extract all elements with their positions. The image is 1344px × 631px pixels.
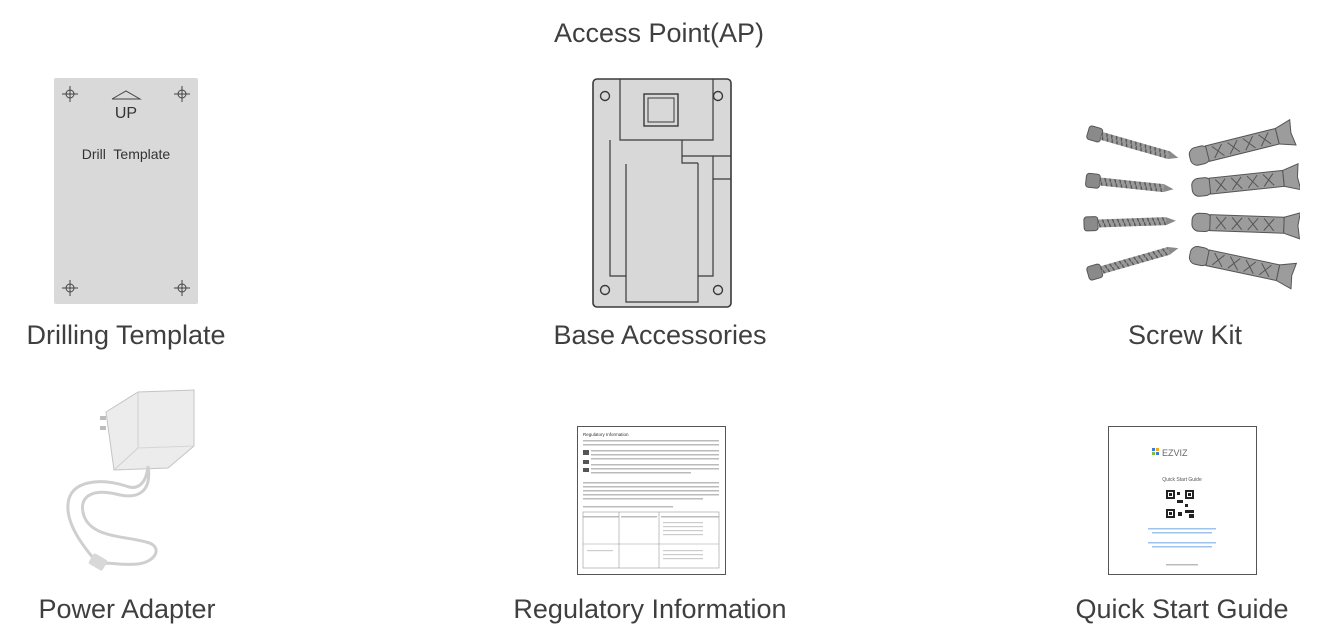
crosshair-icon: [62, 86, 78, 102]
brand-name: EZVIZ: [1162, 448, 1188, 458]
crosshair-icon: [174, 280, 190, 296]
caption-quick-start-guide: Quick Start Guide: [1075, 594, 1289, 624]
screw-icon: [1083, 125, 1179, 281]
quick-start-guide-image: EZVIZ Quick Start Guide: [1108, 426, 1257, 575]
wall-anchor-icon: [1188, 118, 1300, 290]
up-label: UP: [115, 105, 137, 122]
caption-base-accessories: Base Accessories: [553, 320, 767, 350]
screw-kit-image: [1083, 118, 1300, 290]
drilling-template-image: UP Drill Template: [54, 78, 198, 304]
up-arrow-icon: [111, 90, 142, 100]
crosshair-icon: [174, 86, 190, 102]
ezviz-logo-icon: EZVIZ: [1152, 448, 1188, 458]
quick-start-heading: Quick Start Guide: [1162, 477, 1202, 483]
regulatory-heading: Regulatory Information: [583, 432, 629, 437]
page-title: Access Point(AP): [553, 18, 765, 48]
power-adapter-image: [66, 389, 195, 571]
drill-template-label: Drill Template: [82, 146, 171, 162]
regulatory-information-image: Regulatory Information: [577, 426, 726, 575]
caption-drilling-template: Drilling Template: [26, 320, 226, 350]
qr-code-icon: [1166, 490, 1194, 518]
caption-power-adapter: Power Adapter: [38, 594, 216, 624]
caption-regulatory-information: Regulatory Information: [513, 594, 787, 624]
base-accessories-image: [592, 78, 732, 308]
caption-screw-kit: Screw Kit: [1127, 320, 1243, 350]
crosshair-icon: [62, 280, 78, 296]
